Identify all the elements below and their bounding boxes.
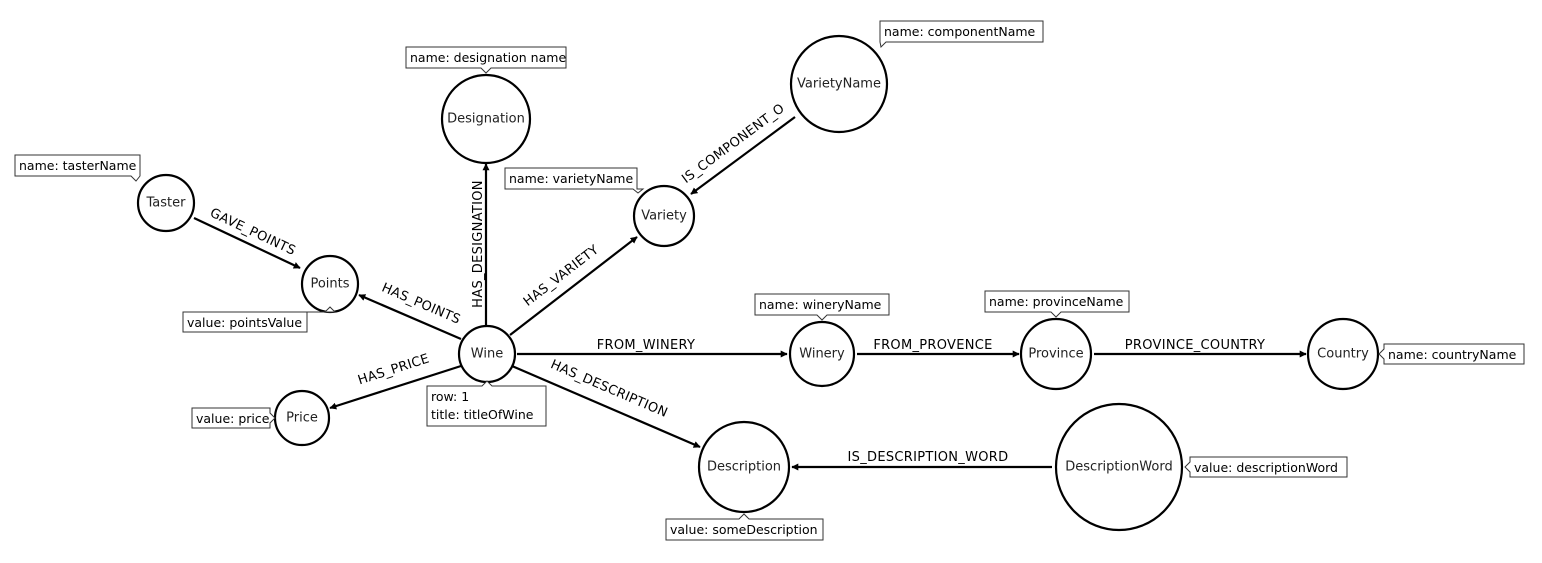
property-text-designation: name: designation name: [410, 50, 566, 65]
property-callout-winery: name: wineryName: [754, 293, 890, 321]
edge-label-has-designation: HAS_DESIGNATION: [471, 180, 486, 308]
node-description[interactable]: Description: [697, 420, 791, 514]
node-label-taster: Taster: [146, 196, 187, 211]
edge-is-component-of[interactable]: IS_COMPONENT_O: [679, 101, 796, 195]
property-callout-description-word: value: descriptionWord: [1184, 456, 1348, 478]
property-text-price: value: price: [196, 411, 270, 426]
node-country[interactable]: Country: [1306, 317, 1380, 391]
edge-label-from-winery: FROM_WINERY: [597, 338, 696, 353]
node-price[interactable]: Price: [273, 389, 331, 447]
property-text-points: value: pointsValue: [187, 315, 302, 330]
property-callout-price: value: price: [191, 407, 276, 429]
node-variety[interactable]: Variety: [632, 184, 696, 248]
property-text-province: name: provinceName: [989, 294, 1124, 309]
edge-label-is-component-of: IS_COMPONENT_O: [679, 101, 787, 187]
property-callout-points: value: pointsValue: [182, 306, 337, 333]
property-text-description-word: value: descriptionWord: [1194, 460, 1338, 475]
edge-label-is-description-word: IS_DESCRIPTION_WORD: [848, 450, 1009, 465]
property-callout-wine: row: 1 title: titleOfWine: [426, 380, 547, 427]
edge-has-designation[interactable]: HAS_DESIGNATION: [471, 163, 490, 325]
edge-province-country[interactable]: PROVINCE_COUNTRY: [1094, 338, 1307, 358]
property-text-variety-name: name: componentName: [884, 24, 1036, 39]
edge-from-winery[interactable]: FROM_WINERY: [517, 338, 788, 358]
node-label-description: Description: [707, 460, 781, 475]
node-label-price: Price: [286, 411, 318, 426]
edge-is-description-word[interactable]: IS_DESCRIPTION_WORD: [791, 450, 1052, 471]
property-text-description: value: someDescription: [670, 522, 818, 537]
edge-label-has-variety: HAS_VARIETY: [521, 242, 602, 309]
edge-label-from-provence: FROM_PROVENCE: [873, 338, 992, 353]
node-label-country: Country: [1317, 347, 1369, 362]
property-text-winery: name: wineryName: [759, 297, 882, 312]
edge-label-gave-points: GAVE_POINTS: [207, 206, 297, 259]
node-label-wine: Wine: [471, 347, 503, 362]
property-text-wine-row: row: 1: [431, 389, 469, 404]
property-callout-variety-name: name: componentName: [879, 20, 1044, 49]
edge-has-points[interactable]: HAS_POINTS: [358, 281, 463, 341]
edge-label-province-country: PROVINCE_COUNTRY: [1125, 338, 1266, 353]
property-callout-country: name: countryName: [1378, 343, 1525, 365]
property-callout-description: value: someDescription: [665, 513, 824, 541]
node-description-word[interactable]: DescriptionWord: [1054, 402, 1184, 532]
node-points[interactable]: Points: [300, 254, 360, 314]
node-label-variety: Variety: [641, 209, 687, 224]
edge-label-has-price: HAS_PRICE: [356, 351, 431, 388]
node-wine[interactable]: Wine: [457, 324, 517, 384]
node-label-winery: Winery: [799, 347, 845, 362]
node-variety-name[interactable]: VarietyName: [789, 34, 889, 134]
node-label-description-word: DescriptionWord: [1065, 460, 1172, 475]
property-text-country: name: countryName: [1388, 347, 1517, 362]
node-taster[interactable]: Taster: [136, 173, 196, 233]
node-label-variety-name: VarietyName: [797, 77, 881, 92]
node-winery[interactable]: Winery: [788, 320, 856, 388]
edge-has-variety[interactable]: HAS_VARIETY: [509, 236, 638, 336]
property-callout-designation: name: designation name: [405, 46, 567, 74]
property-text-wine-title: title: titleOfWine: [431, 407, 534, 422]
edge-from-provence[interactable]: FROM_PROVENCE: [857, 338, 1020, 358]
property-callout-province: name: provinceName: [984, 290, 1130, 318]
edge-gave-points[interactable]: GAVE_POINTS: [193, 206, 301, 269]
property-text-variety: name: varietyName: [509, 171, 633, 186]
property-callout-taster: name: tasterName: [14, 154, 141, 182]
node-label-designation: Designation: [447, 112, 525, 127]
node-label-points: Points: [310, 277, 349, 292]
node-designation[interactable]: Designation: [440, 73, 532, 165]
node-label-province: Province: [1028, 347, 1083, 362]
property-text-taster: name: tasterName: [19, 158, 137, 173]
node-province[interactable]: Province: [1019, 317, 1093, 391]
property-callout-variety: name: varietyName: [504, 167, 645, 194]
